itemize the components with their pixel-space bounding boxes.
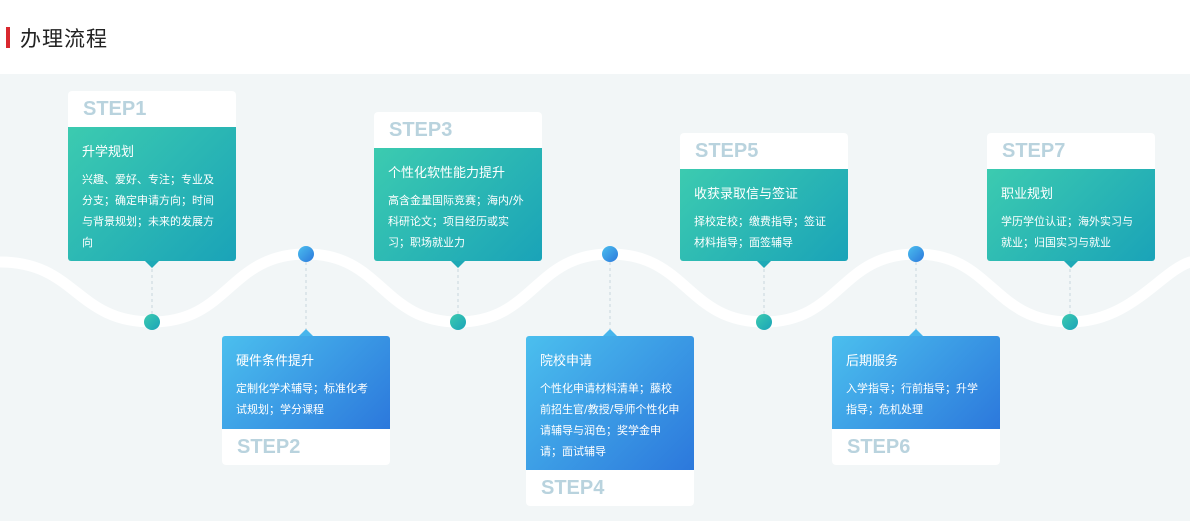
step-title: 后期服务 [846, 354, 899, 369]
step-label: STEP2 [237, 436, 301, 458]
step-label: STEP5 [695, 140, 759, 162]
node-step7 [1062, 314, 1078, 330]
step-label: STEP6 [847, 436, 911, 458]
wave-line [0, 248, 1190, 328]
step-label: STEP4 [541, 477, 605, 499]
step-card-6: 后期服务 入学指导；行前指导；升学指导；危机处理 STEP6 [832, 329, 1000, 465]
step-body: 硬件条件提升 定制化学术辅导；标准化考试规划；学分课程 [222, 336, 390, 429]
step-label: STEP7 [1002, 140, 1066, 162]
pointer-arrow [603, 329, 617, 336]
pointer-arrow [909, 329, 923, 336]
section-header: 办理流程 [0, 0, 1190, 74]
title-accent-bar [6, 27, 10, 48]
step-body: 院校申请 个性化申请材料清单；藤校前招生官/教授/导师个性化申请辅导与润色；奖学… [526, 336, 694, 470]
step-desc: 定制化学术辅导；标准化考试规划；学分课程 [236, 382, 368, 416]
pointer-arrow [451, 261, 465, 268]
step-card-4: 院校申请 个性化申请材料清单；藤校前招生官/教授/导师个性化申请辅导与润色；奖学… [526, 329, 694, 506]
pointer-arrow [1064, 261, 1078, 268]
step-card-2: 硬件条件提升 定制化学术辅导；标准化考试规划；学分课程 STEP2 [222, 329, 390, 465]
node-step2 [298, 246, 314, 262]
node-step5 [756, 314, 772, 330]
step-title: 院校申请 [540, 354, 593, 369]
step-body: 升学规划 兴趣、爱好、专注；专业及分支；确定申请方向；时间与背景规划；未来的发展… [68, 127, 236, 261]
node-step4 [602, 246, 618, 262]
step-desc: 兴趣、爱好、专注；专业及分支；确定申请方向；时间与背景规划；未来的发展方向 [82, 173, 214, 249]
step-label: STEP1 [83, 98, 147, 120]
node-step3 [450, 314, 466, 330]
step-card-7: STEP7 职业规划 学历学位认证；海外实习与就业；归国实习与就业 [987, 133, 1155, 268]
step-card-3: STEP3 个性化软性能力提升 高含金量国际竞赛；海内/外科研论文；项目经历或实… [374, 112, 542, 268]
pointer-arrow [299, 329, 313, 336]
step-title: 升学规划 [82, 145, 135, 160]
node-step6 [908, 246, 924, 262]
step-title: 个性化软性能力提升 [388, 166, 506, 181]
pointer-arrow [757, 261, 771, 268]
page-title: 办理流程 [20, 27, 108, 51]
wave-track [0, 246, 1190, 330]
step-label: STEP3 [389, 119, 453, 141]
step-body: 个性化软性能力提升 高含金量国际竞赛；海内/外科研论文；项目经历或实习；职场就业… [374, 148, 542, 261]
step-title: 硬件条件提升 [236, 354, 315, 369]
pointer-arrow [145, 261, 159, 268]
step-body: 收获录取信与签证 择校定校；缴费指导；签证材料指导；面签辅导 [680, 169, 848, 261]
node-step1 [144, 314, 160, 330]
step-body: 后期服务 入学指导；行前指导；升学指导；危机处理 [832, 336, 1000, 429]
step-card-1: STEP1 升学规划 兴趣、爱好、专注；专业及分支；确定申请方向；时间与背景规划… [68, 91, 236, 268]
step-desc: 高含金量国际竞赛；海内/外科研论文；项目经历或实习；职场就业力 [388, 194, 524, 249]
step-card-5: STEP5 收获录取信与签证 择校定校；缴费指导；签证材料指导；面签辅导 [680, 133, 848, 268]
step-title: 收获录取信与签证 [694, 187, 799, 202]
step-desc: 入学指导；行前指导；升学指导；危机处理 [846, 382, 978, 416]
process-diagram: STEP1 升学规划 兴趣、爱好、专注；专业及分支；确定申请方向；时间与背景规划… [0, 74, 1190, 521]
step-desc: 学历学位认证；海外实习与就业；归国实习与就业 [1001, 215, 1133, 249]
step-title: 职业规划 [1001, 187, 1054, 202]
step-body: 职业规划 学历学位认证；海外实习与就业；归国实习与就业 [987, 169, 1155, 261]
step-desc: 个性化申请材料清单；藤校前招生官/教授/导师个性化申请辅导与润色；奖学金申请；面… [540, 382, 680, 458]
step-desc: 择校定校；缴费指导；签证材料指导；面签辅导 [694, 215, 826, 249]
